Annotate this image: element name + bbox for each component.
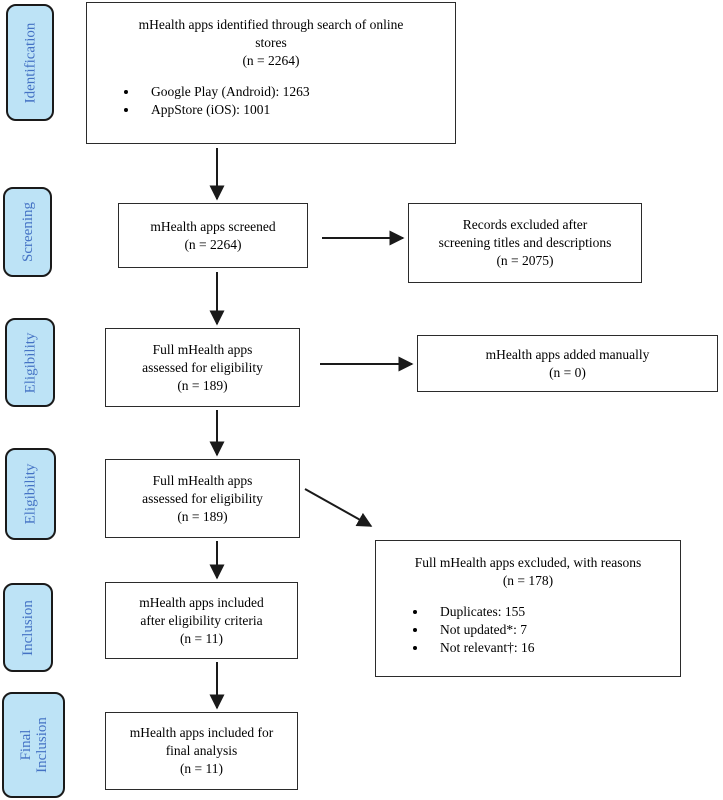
stage-label-eligibility-1: Eligibility [5,318,55,407]
list-item: Not updated*: 7 [428,621,680,639]
box-line: after eligibility criteria [140,612,263,628]
box-line: mHealth apps added manually [485,346,650,362]
box-line: mHealth apps identified through search o… [138,17,404,32]
box-line: (n = 178) [502,573,554,588]
box-line: assessed for eligibility [142,359,263,375]
list-item: Not relevant†: 16 [428,639,680,657]
stage-label-text: Identification [22,22,38,103]
list-item: Duplicates: 155 [428,603,680,621]
stage-label-line: Final [17,729,34,761]
box-line: mHealth apps screened [150,218,276,234]
box-line: screening titles and descriptions [438,235,612,250]
box-line: Full mHealth apps [152,472,253,488]
records-excluded-box: Records excluded after screening titles … [408,203,642,283]
stage-label-screening: Screening [3,187,52,277]
stage-label-text: Eligibility [22,463,39,525]
stage-label-text: Inclusion [20,599,37,656]
box-line: (n = 189) [177,377,228,393]
stage-label-eligibility-2: Eligibility [5,448,56,540]
identification-box: mHealth apps identified through search o… [86,2,456,144]
box-line: stores [255,35,287,50]
box-line: (n = 0) [549,364,586,380]
arrow-eligibility2-to-excluded-reasons-icon [304,488,373,527]
box-line: (n = 2264) [184,236,242,252]
box-line: final analysis [165,743,238,758]
screened-box: mHealth apps screened (n = 2264) [118,203,308,268]
final-inclusion-box: mHealth apps included for final analysis… [105,712,298,790]
list-item: Google Play (Android): 1263 [139,83,455,101]
box-line: mHealth apps included [139,594,264,610]
added-manually-box: mHealth apps added manually (n = 0) [417,335,718,392]
identification-sources-list: Google Play (Android): 1263 AppStore (iO… [87,83,455,119]
box-line: (n = 11) [179,630,224,646]
box-line: (n = 2075) [496,253,554,268]
box-line: Records excluded after [462,217,588,232]
stage-label-inclusion: Inclusion [3,583,53,672]
box-line: (n = 2264) [242,53,300,68]
stage-label-line: Inclusion [33,717,50,773]
excluded-reasons-list: Duplicates: 155 Not updated*: 7 Not rele… [376,603,680,657]
excluded-reasons-box: Full mHealth apps excluded, with reasons… [375,540,681,677]
eligibility-box-2: Full mHealth apps assessed for eligibili… [105,459,300,538]
box-line: Full mHealth apps [152,341,253,357]
stage-label-text: Eligibility [22,332,38,393]
box-line: mHealth apps included for [129,725,274,740]
box-line: assessed for eligibility [142,490,263,506]
box-line: (n = 11) [179,761,224,776]
eligibility-box-1: Full mHealth apps assessed for eligibili… [105,328,300,407]
box-line: (n = 189) [177,508,228,524]
box-line: Full mHealth apps excluded, with reasons [414,555,642,570]
stage-label-final-inclusion: Final Inclusion [2,692,65,798]
stage-label-identification: Identification [6,4,54,121]
inclusion-box: mHealth apps included after eligibility … [105,582,298,659]
stage-label-text: Screening [19,202,36,262]
list-item: AppStore (iOS): 1001 [139,101,455,119]
stage-label-text: Final Inclusion [17,717,49,773]
